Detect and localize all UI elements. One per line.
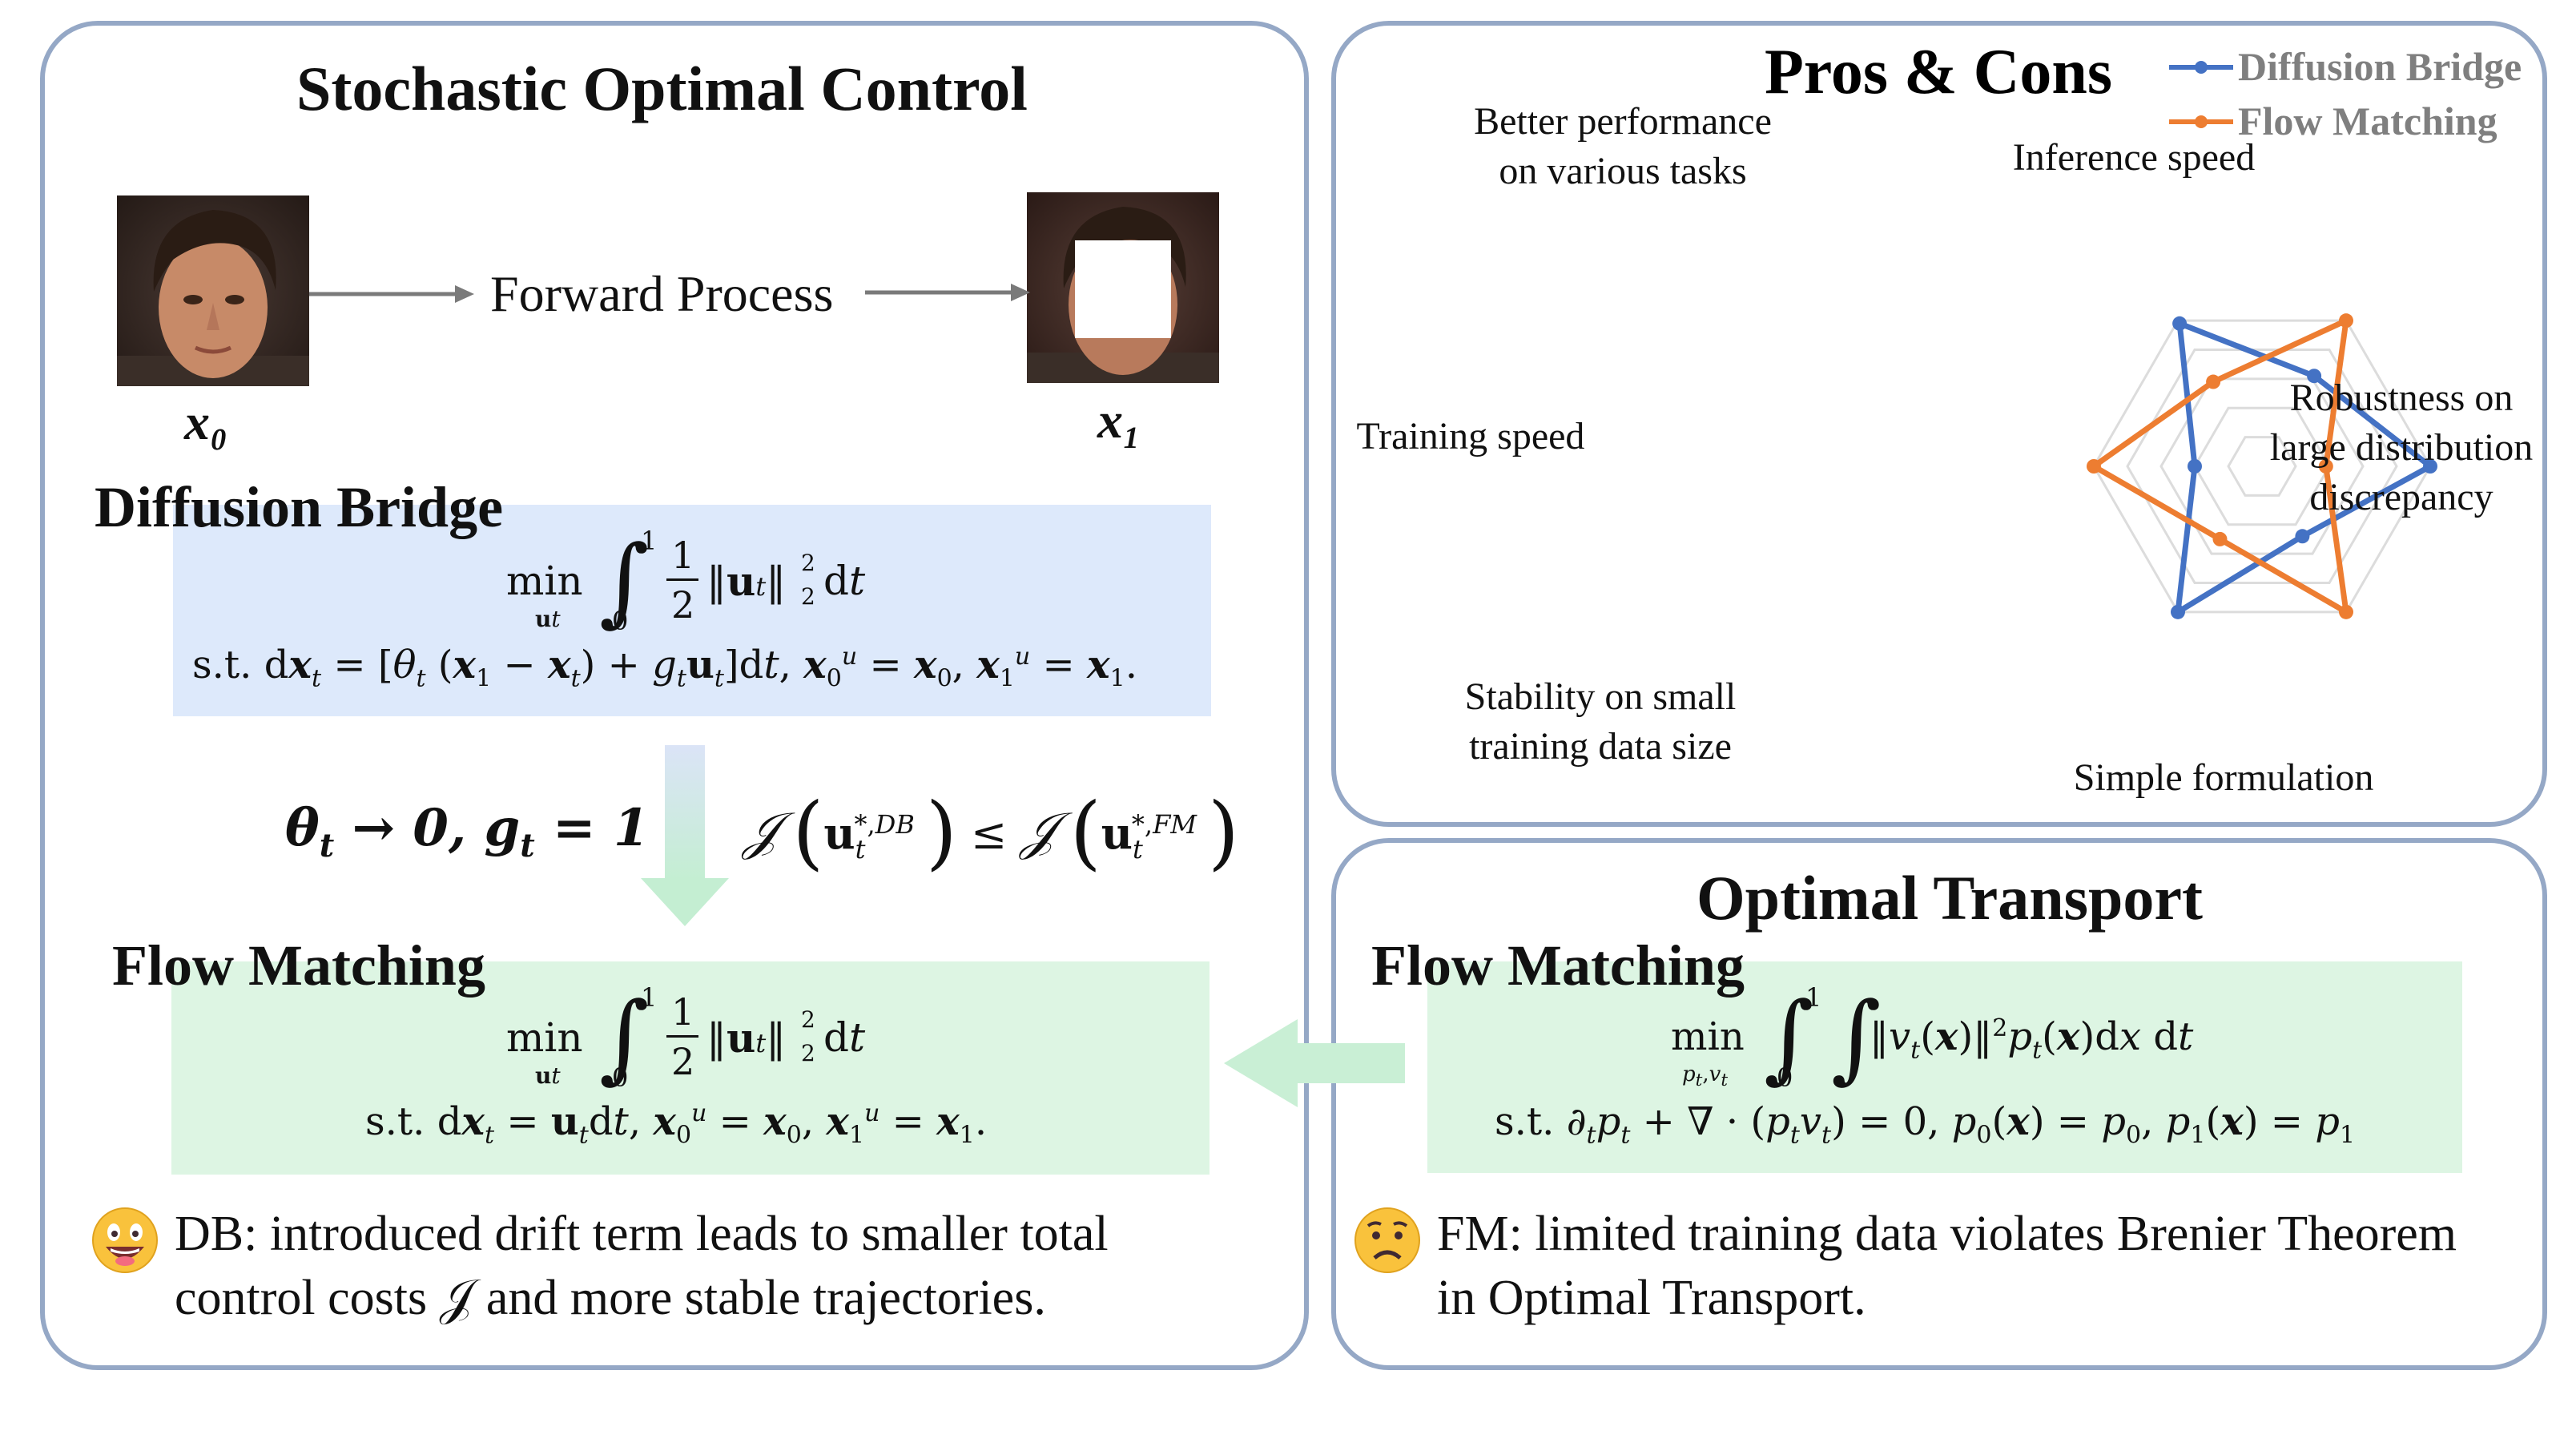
ot-title: Optimal Transport xyxy=(1697,863,2203,933)
series-point-diffusion-bridge-3 xyxy=(2171,604,2185,619)
ot-constraint: s.t. ∂tpt + ∇ · (ptvt) = 0, p0(x) = p0, … xyxy=(1495,1099,2356,1150)
db-formula-box xyxy=(173,505,1211,716)
forward-arrow-left xyxy=(309,285,474,303)
limit-condition: θt → 0, gt = 1 xyxy=(285,798,650,865)
legend-diffusion-bridge: Diffusion Bridge xyxy=(2238,44,2522,89)
face-image-x1-masked xyxy=(1027,192,1219,383)
series-point-diffusion-bridge-5 xyxy=(2172,316,2188,331)
radar-grid-ring xyxy=(2126,349,2398,584)
series-point-flow-matching-2 xyxy=(2339,604,2353,619)
radar-axis-label-2: Simple formulation xyxy=(2074,756,2374,799)
sad-face-icon xyxy=(1354,1207,1420,1273)
soc-title: Stochastic Optimal Control xyxy=(296,54,1028,123)
fm-subtitle-right: Flow Matching xyxy=(1371,933,1745,998)
series-point-diffusion-bridge-0 xyxy=(2307,369,2322,384)
forward-arrow-right xyxy=(865,284,1030,301)
legend-flow-matching: Flow Matching xyxy=(2238,99,2498,143)
mask-square xyxy=(1075,240,1171,338)
fm-formula-box-left xyxy=(171,961,1210,1175)
legend: Diffusion Bridge Flow Matching xyxy=(2169,44,2522,143)
db-subtitle: Diffusion Bridge xyxy=(95,475,504,539)
down-arrow xyxy=(641,745,729,926)
fm-conclusion: FM: limited training data violates Breni… xyxy=(1437,1207,2457,1325)
series-point-flow-matching-0 xyxy=(2339,313,2353,328)
cost-comparison: 𝒥 (ut*,DB) ≤ 𝒥 (ut*,FM) xyxy=(743,785,1240,879)
radar-grid-ring xyxy=(2227,436,2297,497)
left-arrow xyxy=(1224,1019,1405,1107)
happy-face-icon xyxy=(92,1207,158,1273)
series-point-diffusion-bridge-4 xyxy=(2188,459,2202,474)
series-point-flow-matching-5 xyxy=(2206,374,2221,389)
fm-subtitle-left: Flow Matching xyxy=(112,933,485,998)
pros-cons-panel xyxy=(1331,21,2547,827)
series-point-flow-matching-3 xyxy=(2212,531,2228,546)
radar-axis-label-4: Training speed xyxy=(1357,415,1585,457)
x0-label: x₀ xyxy=(184,393,228,450)
fm-formula-box-right xyxy=(1427,961,2462,1173)
x1-label: x₁ xyxy=(1097,392,1141,449)
series-point-flow-matching-4 xyxy=(2087,459,2101,474)
radar-axis-label-0: Inference speed xyxy=(2013,136,2255,179)
series-point-flow-matching-1 xyxy=(2318,459,2333,474)
series-point-diffusion-bridge-1 xyxy=(2423,459,2437,474)
fm-constraint-left: s.t. dxt = utdt, x0u = x0, x1u = x1. xyxy=(365,1099,988,1150)
series-point-diffusion-bridge-2 xyxy=(2295,529,2310,544)
face-image-x0 xyxy=(117,195,309,386)
db-conclusion: DB: introduced drift term leads to small… xyxy=(175,1207,1109,1325)
db-constraint: s.t. dxt = [θt (x1 − xt) + gtut]dt, x0u … xyxy=(192,643,1137,693)
forward-process-label: Forward Process xyxy=(490,265,834,322)
radar-title: Pros & Cons xyxy=(1765,37,2112,107)
